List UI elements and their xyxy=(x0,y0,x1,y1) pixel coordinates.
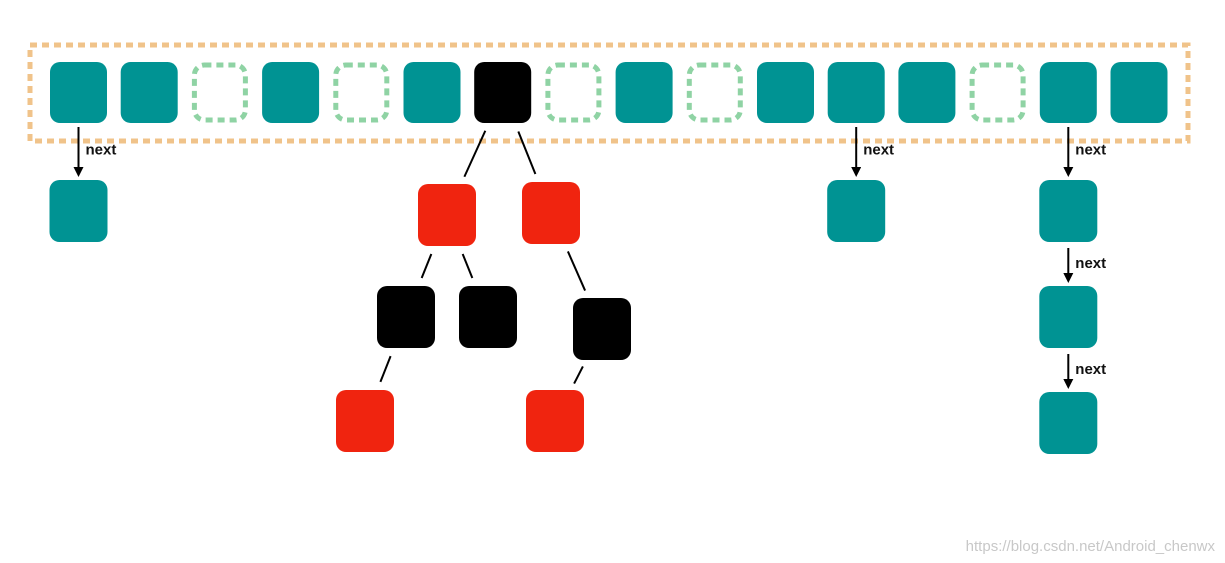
red-tree-node xyxy=(526,390,584,452)
linked-list-node xyxy=(49,180,108,242)
filled-bucket-node xyxy=(50,62,107,123)
black-tree-node xyxy=(459,286,517,348)
black-tree-node xyxy=(573,298,631,360)
tree-edge xyxy=(379,355,392,383)
red-tree-node xyxy=(336,390,394,452)
filled-bucket-node xyxy=(120,62,178,123)
filled-bucket-node xyxy=(898,62,956,123)
filled-bucket-node xyxy=(757,62,814,123)
tree-edge xyxy=(461,253,474,279)
filled-bucket-node xyxy=(827,62,885,123)
tree-edges xyxy=(379,130,587,385)
tree-edge xyxy=(517,131,537,175)
bucket-array-frame xyxy=(27,42,1191,144)
empty-bucket-slot xyxy=(686,62,743,123)
next-pointer-label: next xyxy=(86,142,117,159)
filled-bucket-node xyxy=(403,62,461,123)
empty-bucket-slot xyxy=(333,62,390,123)
empty-bucket-slot xyxy=(545,62,602,123)
empty-bucket-slot xyxy=(969,62,1026,123)
red-black-tree xyxy=(336,182,631,452)
watermark-text: https://blog.csdn.net/Android_chenwx xyxy=(965,538,1215,555)
linked-lists: next next next next next xyxy=(49,127,1106,454)
tree-edge xyxy=(463,130,487,178)
filled-bucket-node xyxy=(1110,62,1168,123)
linked-list-node xyxy=(1039,392,1098,454)
next-pointer-label: next xyxy=(1075,361,1106,378)
red-tree-node xyxy=(522,182,580,244)
bucket-array xyxy=(50,62,1168,123)
linked-list-node xyxy=(1039,286,1098,348)
tree-edge xyxy=(420,253,433,279)
next-pointer-label: next xyxy=(1075,255,1106,272)
filled-bucket-node xyxy=(1039,62,1097,123)
next-pointer-label: next xyxy=(863,142,894,159)
tree-edge xyxy=(566,251,587,291)
tree-root-bucket xyxy=(474,62,532,123)
red-tree-node xyxy=(418,184,476,246)
linked-list-node xyxy=(827,180,886,242)
empty-bucket-slot xyxy=(191,62,248,123)
linked-list-node xyxy=(1039,180,1098,242)
filled-bucket-node xyxy=(615,62,673,123)
tree-edge xyxy=(573,365,584,385)
filled-bucket-node xyxy=(262,62,320,123)
black-tree-node xyxy=(377,286,435,348)
next-pointer-label: next xyxy=(1075,142,1106,159)
